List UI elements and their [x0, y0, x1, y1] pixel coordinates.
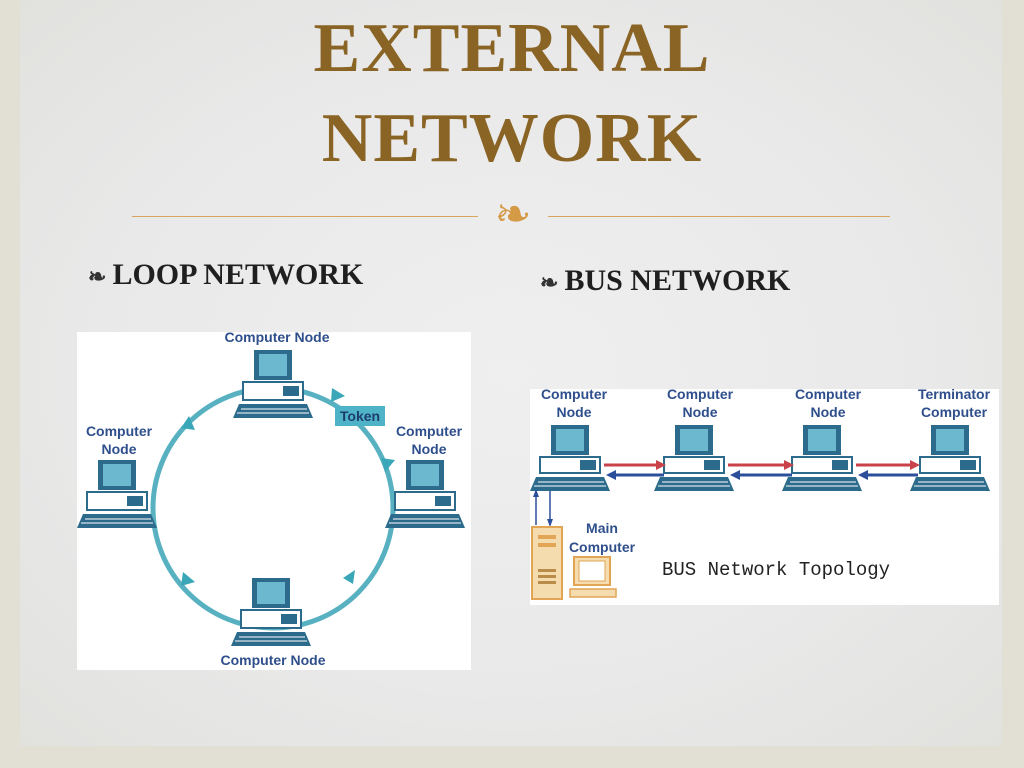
title-line-2: NETWORK	[321, 100, 703, 177]
title-line-1: EXTERNAL	[313, 10, 711, 87]
main-computer-label-1: Main	[586, 520, 618, 536]
loop-node-left-label-2: Node	[102, 441, 137, 457]
bus-topology-caption: BUS Network Topology	[662, 559, 890, 581]
loop-node-top-computer-icon	[232, 349, 314, 419]
loop-node-bottom-computer-icon	[230, 577, 312, 647]
bus-link-arrows	[604, 460, 920, 480]
title-divider-right	[548, 216, 890, 217]
bus-node-1-label-2: Node	[557, 404, 592, 420]
bus-node-2-label-2: Node	[683, 404, 718, 420]
main-computer-monitor-icon	[569, 556, 617, 598]
loop-node-right-computer-icon	[384, 459, 466, 529]
bus-node-2-label-1: Computer	[667, 389, 734, 402]
bus-node-4-computer-icon	[909, 424, 991, 492]
token-box	[335, 406, 385, 426]
main-computer-link	[533, 489, 553, 527]
bullet-flourish-icon: ❧	[540, 270, 559, 296]
bus-node-1-computer-icon	[530, 424, 611, 492]
loop-node-left-label-1: Computer	[86, 423, 153, 439]
loop-node-left-computer-icon	[77, 459, 158, 529]
curly-flourish-icon: ❧	[494, 189, 532, 240]
page-title: EXTERNAL NETWORK	[0, 4, 1024, 184]
token-label: Token	[340, 408, 380, 424]
bus-node-4-label-1: Terminator	[918, 389, 991, 402]
loop-direction-arrows	[181, 388, 395, 586]
bus-node-3-label-2: Node	[811, 404, 846, 420]
title-divider-left	[132, 216, 478, 217]
loop-node-bottom-label: Computer Node	[221, 652, 326, 668]
loop-network-label: LOOP NETWORK	[112, 258, 364, 291]
loop-network-diagram: Computer Node Computer Node Computer Nod…	[77, 332, 471, 670]
main-computer-tower-icon	[531, 526, 563, 600]
bus-network-bullet: ❧BUS NETWORK	[540, 264, 790, 298]
main-computer-label-2: Computer	[569, 539, 636, 555]
loop-node-right-label-1: Computer	[396, 423, 463, 439]
bus-node-3-label-1: Computer	[795, 389, 862, 402]
loop-node-top-label: Computer Node	[225, 332, 330, 345]
bus-node-1-label-1: Computer	[541, 389, 608, 402]
bus-network-label: BUS NETWORK	[564, 264, 791, 297]
bus-node-2-computer-icon	[653, 424, 735, 492]
bus-node-3-computer-icon	[781, 424, 863, 492]
loop-network-bullet: ❧LOOP NETWORK	[88, 258, 363, 292]
bus-network-diagram: Computer Node Computer Node Computer Nod…	[530, 389, 999, 605]
bullet-flourish-icon: ❧	[88, 264, 107, 290]
loop-node-right-label-2: Node	[412, 441, 447, 457]
bus-node-4-label-2: Computer	[921, 404, 988, 420]
